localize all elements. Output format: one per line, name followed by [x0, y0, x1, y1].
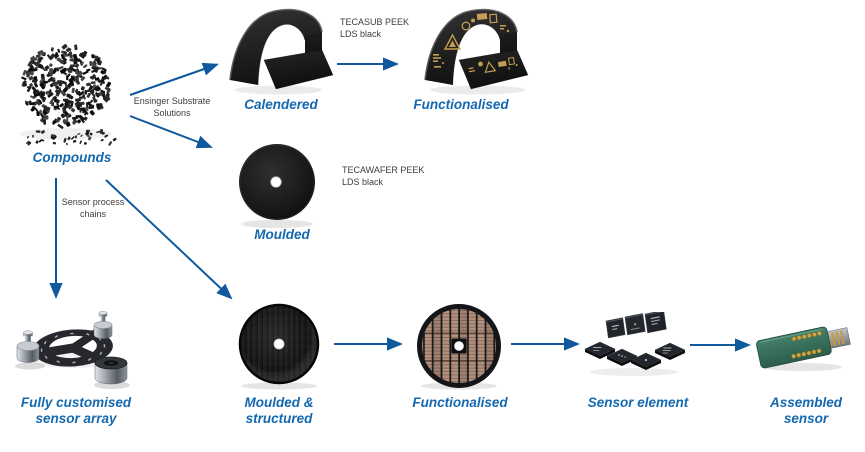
center-hole [454, 341, 464, 351]
film-arch [230, 9, 322, 86]
standoff-bottom-right [94, 356, 128, 385]
granule-pile-graphic [20, 43, 117, 146]
sensor-element-label: Sensor element [587, 395, 689, 410]
moulded-structured-graphic [238, 303, 320, 390]
film-material-note: TECASUB PEEK LDS black [340, 17, 410, 39]
arrow-compounds-moulded-structured [105, 179, 233, 300]
ring-scale-ticks [40, 332, 106, 364]
functionalised-film-image [415, 2, 553, 96]
chip-lying [606, 348, 638, 366]
arrow-compounds-moulded [129, 115, 213, 149]
assembled-sensor-label: Assembled sensor [769, 395, 843, 427]
chip-lying [630, 352, 662, 370]
functionalised-wafer-graphic [417, 304, 501, 390]
compounds-image [12, 36, 124, 152]
sensor-array-label: Fully customised sensor array [20, 395, 132, 427]
sensor-array-graphic [15, 311, 130, 389]
assembled-sensor-graphic [756, 326, 851, 371]
functionalised-film-label: Functionalised [413, 97, 509, 112]
calendered-image [228, 2, 336, 96]
chip-standing [624, 313, 646, 336]
substrate-path-note: Ensinger Substrate Solutions [133, 96, 211, 118]
chip-standing [605, 317, 626, 339]
film-sheet [263, 49, 334, 90]
moulded-structured-image [236, 302, 322, 390]
chip-lying [584, 341, 616, 359]
sensor-array-image [10, 308, 140, 393]
moulded-structured-label: Moulded & structured [244, 395, 314, 427]
functionalised-wafer-label: Functionalised [412, 395, 508, 410]
center-hole [270, 176, 282, 188]
granules [21, 43, 117, 146]
chip-lying [654, 342, 686, 360]
gold-circuit-pattern-sheet [468, 56, 518, 74]
sensor-chips-graphic [584, 312, 686, 376]
functionalised-wafer-image [416, 304, 504, 390]
functionalised-film-graphic [424, 8, 529, 95]
calendered-graphic [229, 8, 334, 95]
ring-plate [33, 329, 113, 367]
gold-contact-dots [791, 331, 822, 359]
sensor-element-image [584, 312, 686, 380]
center-hole [273, 338, 285, 350]
standoff-left [16, 330, 40, 363]
standoff-top-right [93, 311, 113, 339]
moulded-disc-graphic [239, 144, 315, 228]
calendered-label: Calendered [244, 97, 318, 112]
moulded-label: Moulded [254, 227, 310, 242]
gold-circuit-pattern-band [433, 12, 510, 68]
assembled-sensor-image [756, 320, 856, 374]
wafer-material-note: TECAWAFER PEEK LDS black [342, 165, 425, 187]
moulded-image [234, 140, 320, 230]
compounds-label: Compounds [32, 150, 112, 165]
chip-standing [644, 312, 667, 334]
arrow-compounds-calendered [129, 62, 219, 96]
sensor-path-note: Sensor process chains [61, 197, 125, 219]
pcb-body [756, 326, 832, 369]
